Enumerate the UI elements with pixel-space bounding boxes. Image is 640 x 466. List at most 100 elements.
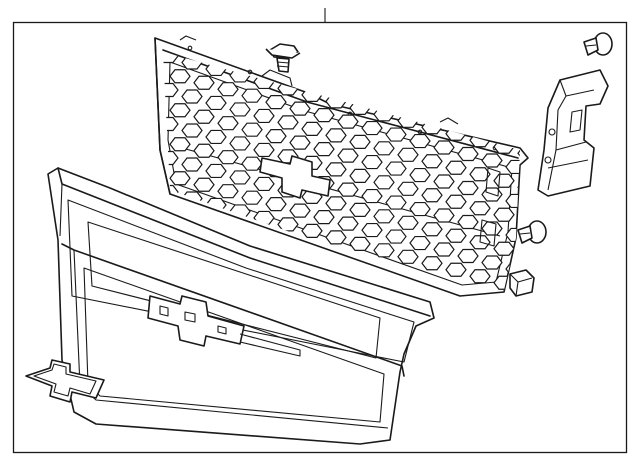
retainer-clip — [509, 269, 535, 297]
mesh-cell — [469, 167, 491, 182]
push-pin-lower — [517, 220, 547, 244]
mesh-cell — [205, 129, 227, 145]
mesh-cell — [289, 203, 311, 218]
mesh-cell — [445, 194, 467, 209]
mesh-cell — [373, 175, 395, 190]
mesh-cell — [421, 188, 443, 203]
mesh-cell — [469, 269, 491, 284]
mesh-cell — [361, 188, 383, 204]
mesh-cell — [337, 216, 359, 231]
push-pin-upper — [583, 32, 613, 56]
mesh-cell — [445, 228, 467, 243]
mesh-cell — [325, 128, 347, 143]
mesh-cell — [385, 195, 407, 210]
mesh-cell — [169, 69, 191, 84]
mesh-cell — [349, 168, 371, 183]
mesh-cell — [301, 223, 323, 238]
mesh-cell — [265, 197, 287, 212]
mesh-cell — [349, 100, 371, 115]
mesh-cell — [229, 102, 251, 117]
mesh-cell — [193, 109, 215, 124]
mesh-cell — [265, 129, 287, 144]
mesh-cell — [301, 87, 323, 102]
mesh-bowtie-mount — [259, 155, 331, 199]
mesh-cell — [397, 147, 419, 162]
mesh-cell — [217, 116, 239, 131]
mesh-cell — [205, 163, 227, 179]
mesh-cell — [481, 153, 503, 168]
mesh-cell — [421, 120, 443, 135]
mesh-cell — [421, 154, 443, 169]
mesh-cell — [409, 167, 431, 183]
mesh-cell — [169, 171, 191, 186]
mesh-cell — [433, 208, 455, 223]
mesh-cell — [337, 148, 359, 163]
mesh-cell — [361, 154, 383, 170]
mesh-cell — [193, 75, 215, 90]
mesh-cell — [385, 127, 407, 142]
mesh-cell — [373, 209, 395, 224]
surround-emblem-mount — [147, 295, 245, 347]
mesh-cell — [337, 182, 359, 197]
mesh-cell — [433, 140, 455, 155]
side-bracket — [537, 69, 609, 197]
mesh-cell — [181, 123, 203, 138]
mesh-cell — [481, 255, 503, 270]
mesh-cell — [313, 108, 335, 123]
mesh-cell — [397, 215, 419, 230]
mesh-cell — [493, 241, 515, 256]
mesh-cell — [325, 196, 347, 211]
mesh-cell — [373, 243, 395, 258]
mesh-cell — [193, 143, 215, 158]
mesh-cell — [373, 141, 395, 156]
grille-bolt — [265, 43, 301, 73]
mesh-cell — [457, 146, 479, 162]
mesh-cell — [517, 248, 520, 263]
mesh-cell — [385, 229, 407, 244]
mesh-cell — [457, 180, 479, 196]
mesh-cell — [481, 221, 503, 236]
mesh-cell — [253, 142, 275, 158]
mesh-cell — [433, 242, 455, 257]
mesh-cell — [301, 121, 323, 136]
mesh-cell — [349, 134, 371, 149]
mesh-cell — [325, 230, 347, 245]
mesh-cell — [277, 115, 299, 130]
mesh-cell — [229, 170, 251, 185]
mesh-cell — [445, 126, 467, 141]
mesh-cell — [193, 177, 215, 192]
mesh-cell — [469, 201, 491, 216]
mesh-cell — [445, 262, 467, 277]
diagram-frame — [12, 21, 628, 454]
mesh-cell — [181, 157, 203, 172]
bowtie-emblem — [25, 359, 105, 403]
mesh-cell — [505, 227, 520, 243]
mesh-cell — [229, 136, 251, 151]
mesh-cell — [530, 201, 550, 214]
mesh-cell — [205, 95, 227, 111]
mesh-cell — [505, 159, 520, 175]
mesh-cell — [265, 95, 287, 110]
mesh-cell — [313, 210, 335, 225]
mesh-cell — [217, 82, 239, 97]
mesh-cell — [181, 89, 203, 104]
mesh-cell — [253, 176, 275, 192]
mesh-cell — [409, 235, 431, 251]
upper-grille — [154, 35, 550, 297]
mesh-cell — [325, 162, 347, 177]
mesh-cell — [241, 190, 263, 205]
mesh-cell — [217, 184, 239, 199]
mesh-cell — [325, 94, 347, 109]
mesh-cell — [217, 150, 239, 165]
mesh-cell — [241, 156, 263, 171]
mesh-cell — [385, 161, 407, 176]
mesh-cell — [433, 174, 455, 189]
mesh-cell — [313, 142, 335, 157]
mesh-cell — [163, 82, 179, 98]
mesh-cell — [505, 193, 520, 209]
mesh-cell — [289, 135, 311, 150]
mesh-cell — [421, 256, 443, 271]
mesh-cell — [421, 222, 443, 237]
